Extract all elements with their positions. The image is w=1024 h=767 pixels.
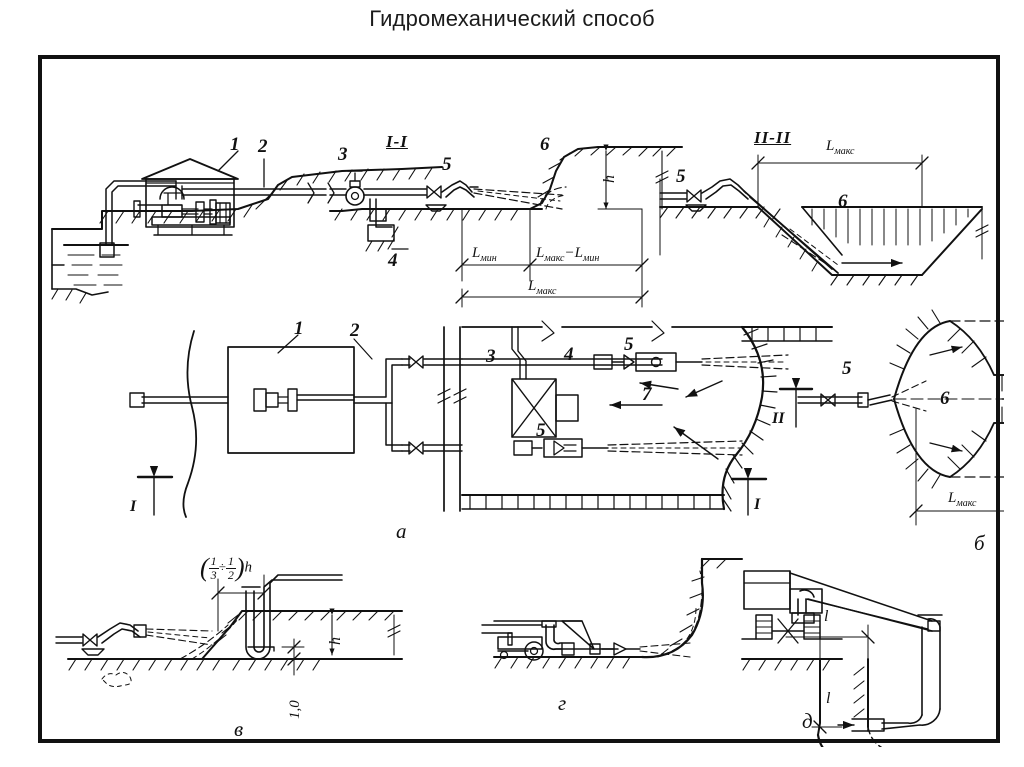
dim-lmax3-sub: макс — [834, 146, 855, 157]
dim-lmin-sub: мин — [582, 253, 600, 264]
elevation-slope-v — [55, 574, 403, 688]
callout-1-plan: 1 — [294, 318, 304, 339]
callout-5-plan-lower: 5 — [536, 420, 546, 441]
part-label-g: г — [558, 691, 567, 715]
dimension-h-section: h — [601, 175, 618, 183]
paren-open: ( — [200, 553, 209, 583]
frac1-numerator: 1 — [208, 554, 219, 569]
callout-4-section: 4 — [388, 250, 398, 271]
frac2-denominator: 2 — [227, 567, 234, 582]
section-marker-I-right: I — [754, 496, 761, 513]
section-label-I-I: I-I — [386, 132, 408, 151]
technical-drawing-canvas — [51, 144, 1004, 747]
dimension-1-0: 1,0 — [287, 700, 303, 719]
section-I-I — [329, 144, 683, 308]
section-marker-II-left: II — [772, 410, 785, 427]
callout-4-plan: 4 — [564, 344, 574, 365]
dim-l-min-base: L — [472, 245, 481, 261]
dim-lmax4-sub: макс — [956, 498, 977, 509]
section-II-II — [659, 154, 989, 286]
callout-7-plan: 7 — [642, 384, 652, 405]
dim-lmax-sub: макс — [544, 253, 565, 264]
frac2-numerator: 1 — [225, 554, 236, 569]
dim-lmax2-base: L — [528, 278, 537, 294]
dim-lmax4-base: L — [948, 490, 957, 506]
plan-view-face — [461, 320, 833, 516]
dimension-l-min: Lмин — [472, 246, 497, 264]
callout-5-sectionII: 5 — [676, 166, 686, 187]
part-label-d: д — [802, 709, 813, 733]
dim-lmax-base: L — [536, 245, 545, 261]
frac1-denominator: 3 — [210, 567, 217, 582]
dim-lmax3-base: L — [826, 138, 835, 154]
part-label-v: в — [234, 717, 244, 741]
callout-6-section: 6 — [540, 134, 550, 155]
part-label-a: а — [396, 519, 407, 543]
dimension-l-horizontal: l — [824, 608, 829, 625]
boom-vehicle-d — [741, 570, 943, 747]
dimension-l-max-section: Lмакс — [528, 279, 556, 297]
dimension-l-max-fan: Lмакс — [948, 491, 976, 509]
dimension-l-vertical: l — [826, 690, 831, 707]
section-label-II-II: II-II — [754, 128, 792, 147]
callout-5-fan: 5 — [842, 358, 852, 379]
section-marker-I-left: I — [130, 498, 137, 515]
dim-lmax2-sub: макс — [536, 286, 557, 297]
paren-close: ) — [235, 553, 245, 583]
plan-view-pump — [129, 326, 467, 518]
page-title: Гидромеханический способ — [369, 6, 655, 31]
dim-minus-sign: − — [564, 245, 575, 261]
callout-3-section: 3 — [338, 144, 348, 165]
callout-1-elevation: 1 — [230, 134, 240, 155]
callout-2-plan: 2 — [350, 320, 360, 341]
callout-5-plan-upper: 5 — [624, 334, 634, 355]
frac-tail-h: h — [244, 559, 252, 576]
dimension-h-v: h — [327, 637, 344, 645]
part-label-b: б — [974, 531, 985, 555]
plan-view-fan — [778, 309, 1004, 526]
callout-6-sectionII: 6 — [838, 191, 848, 212]
callout-3-plan: 3 — [486, 346, 496, 367]
mobile-unit-g — [481, 557, 743, 669]
divide-sign: ÷ — [218, 559, 226, 575]
pump-station-elevation — [51, 150, 443, 304]
dimension-l-max-minus-l-min: Lмакс−Lмин — [536, 246, 599, 264]
dim-l-min-sub: мин — [480, 253, 497, 264]
callout-2-elevation: 2 — [258, 136, 268, 157]
callout-6-fan: 6 — [940, 388, 950, 409]
diagram-frame: 1 2 I-I 3 5 4 6 h Lмин Lмакс−Lмин Lмакс … — [38, 55, 1004, 747]
dimension-l-max-sectionII: Lмакс — [826, 139, 854, 157]
callout-5-section: 5 — [442, 154, 452, 175]
dim-lmin-base: L — [574, 245, 583, 261]
